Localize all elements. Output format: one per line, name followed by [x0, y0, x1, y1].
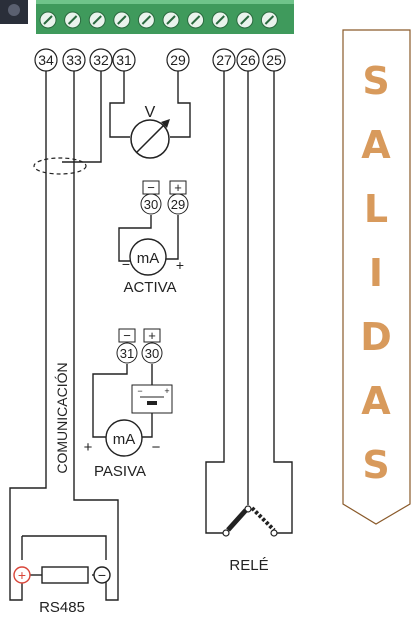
pasiva-source-box [131, 384, 173, 414]
pasiva-terminal-30: 30 [145, 346, 159, 361]
activa-label: ACTIVA [123, 279, 176, 296]
terminal-block [36, 0, 294, 34]
rs485-resistor [41, 566, 89, 584]
terminal-screw-slot [190, 15, 201, 25]
pasiva-wire-31 [92, 364, 128, 438]
pasiva-plus-box [143, 328, 161, 343]
activa-terminal-30: 30 [144, 197, 158, 212]
wire-27 [205, 71, 226, 534]
terminal-screw-slot [117, 15, 127, 25]
rs485-minus-terminal [93, 566, 111, 584]
pasiva-meter-minus: − [152, 439, 161, 456]
activa-plus-sign: + [174, 180, 182, 195]
salidas-letter: I [369, 251, 383, 295]
pasiva-meter-symbol: mA [113, 431, 136, 448]
terminal-number-29: 29 [170, 52, 186, 68]
activa-group: − + 30 29 mA − + ACTIVA [122, 180, 189, 296]
salidas-letter: A [361, 379, 391, 423]
terminal-number-32: 32 [93, 52, 109, 68]
pasiva-minus-sign: − [123, 328, 131, 343]
activa-meter-minus: − [122, 256, 130, 272]
wire-34 [9, 71, 47, 601]
wire-25 [273, 71, 293, 534]
activa-terminal-29: 29 [171, 197, 185, 212]
wire-29 [170, 71, 191, 138]
comunicacion-label: COMUNICACIÓN [54, 362, 70, 473]
relay-contact-closed [226, 508, 248, 532]
relay-label: RELÉ [229, 557, 268, 574]
voltmeter: V [130, 104, 170, 159]
pasiva-label: PASIVA [94, 463, 146, 480]
activa-wire-left [118, 215, 152, 262]
activa-wire-right [166, 215, 179, 260]
terminal-screw-slot [141, 15, 152, 25]
pasiva-group: − + 31 30 − + mA + − PASIVA [84, 328, 173, 480]
rs485-minus-sign: − [98, 567, 106, 583]
pasiva-terminal-31: 31 [120, 346, 134, 361]
activa-ammeter [129, 238, 167, 276]
terminal-screw-slot [67, 15, 78, 25]
relay-group: RELÉ [222, 505, 278, 574]
salidas-letter: L [364, 187, 388, 231]
rs485-plus-sign: + [18, 567, 26, 583]
terminal-screw-slot [92, 15, 102, 25]
wires [9, 71, 293, 601]
wire-31 [109, 71, 130, 138]
pasiva-meter-plus: + [84, 439, 93, 456]
wire-32 [62, 71, 102, 163]
terminal-screw-slot [240, 15, 250, 25]
terminal-screws [39, 11, 278, 29]
rs485-group: + − RS485 [13, 566, 111, 616]
voltmeter-symbol: V [145, 104, 156, 121]
pasiva-battery-minus: − [137, 386, 142, 396]
terminal-number-31: 31 [116, 52, 132, 68]
terminal-number-33: 33 [66, 52, 82, 68]
salidas-letter: D [360, 315, 392, 359]
pasiva-wire-batt [142, 413, 153, 438]
salidas-letter: S [362, 443, 389, 487]
terminal-number-27: 27 [216, 52, 232, 68]
shield-ellipse [33, 157, 87, 175]
salidas-letter: A [361, 123, 391, 167]
terminal-number-34: 34 [38, 52, 54, 68]
salidas-letter: S [362, 59, 389, 103]
terminal-number-26: 26 [240, 52, 256, 68]
wire-33 [73, 71, 119, 601]
rs485-frame [22, 535, 107, 560]
relay-contact-open [250, 506, 276, 532]
terminal-labels: 34 33 32 31 29 27 26 25 [34, 48, 286, 72]
terminal-screw-slot [43, 15, 53, 25]
pasiva-ammeter [105, 419, 143, 457]
terminal-screw-slot [264, 15, 275, 25]
terminal-number-25: 25 [266, 52, 282, 68]
rs485-label: RS485 [39, 599, 85, 616]
terminal-screw-slot [215, 15, 225, 25]
rs485-plus-terminal [13, 566, 31, 584]
pasiva-battery-plus: + [164, 386, 169, 396]
terminal-screw-slot [166, 15, 176, 25]
pasiva-plus-sign: + [148, 328, 156, 343]
pasiva-battery-icon [147, 401, 157, 405]
activa-meter-plus: + [176, 257, 184, 273]
pasiva-minus-box [118, 328, 136, 343]
activa-minus-sign: − [147, 180, 155, 195]
activa-meter-symbol: mA [137, 250, 160, 267]
device-corner-knob [8, 4, 20, 16]
